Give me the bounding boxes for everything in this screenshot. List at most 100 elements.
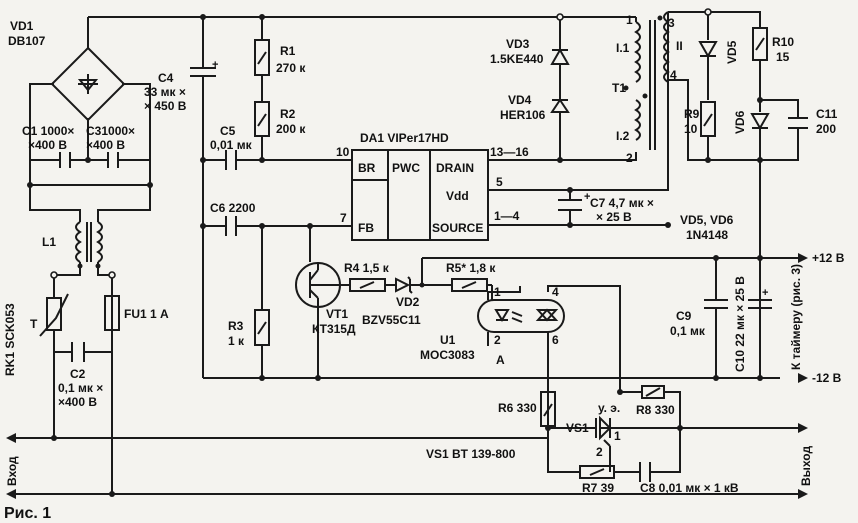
label-pin1316: 13—16 <box>490 145 529 159</box>
transformer-t1 <box>623 11 670 150</box>
wires <box>10 11 800 495</box>
label-t1-pin4: 4 <box>670 68 677 82</box>
label-c4-b: × 450 В <box>144 99 187 113</box>
diode-vd6 <box>750 113 770 131</box>
label-u1-pin4: 4 <box>552 285 559 299</box>
resistor-r9 <box>700 101 716 137</box>
label-source: SOURCE <box>432 221 483 235</box>
label-c2-b: ×400 В <box>58 395 97 409</box>
label-c1: C1 1000× <box>22 124 74 138</box>
label-c11-value: 200 <box>816 122 836 136</box>
label-c3: C31000× <box>86 124 135 138</box>
label-r4: R4 1,5 к <box>344 261 390 275</box>
label-c3-b: ×400 В <box>86 138 125 152</box>
label-r8: R8 330 <box>636 403 675 417</box>
label-vd4-value: HER106 <box>500 108 546 122</box>
label-c2: C2 <box>70 367 86 381</box>
capacitor-c6 <box>225 216 237 236</box>
label-winding-i1: I.1 <box>616 41 630 55</box>
label-c4: C4 <box>158 71 174 85</box>
label-l1: L1 <box>42 235 56 249</box>
capacitor-c5 <box>225 150 237 170</box>
label-r7: R7 39 <box>582 481 614 495</box>
label-r3-value: 1 к <box>228 334 245 348</box>
label-vd2: VD2 <box>396 295 420 309</box>
label-vd4: VD4 <box>508 93 532 107</box>
label-c10: C10 22 мк × 25 В <box>733 276 747 372</box>
label-r5: R5* 1,8 к <box>446 261 496 275</box>
label-vd6: VD6 <box>733 110 747 134</box>
label-vd3: VD3 <box>506 37 530 51</box>
label-c9-value: 0,1 мк <box>670 324 706 338</box>
optocoupler-u1 <box>477 299 565 333</box>
capacitor-c2 <box>71 342 85 362</box>
junctions <box>27 14 763 497</box>
label-t1-pin1: 1 <box>626 13 633 27</box>
capacitor-c10: + <box>748 287 772 309</box>
label-r9-value: 10 <box>684 122 698 136</box>
resistor-r10 <box>752 27 768 61</box>
resistor-r4 <box>349 278 386 292</box>
label-r6: R6 330 <box>498 401 537 415</box>
label-vyhod: Выход <box>799 446 813 486</box>
label-t: T <box>30 317 38 331</box>
label-c2-a: 0,1 мк × <box>58 381 103 395</box>
label-u1: U1 <box>440 333 456 347</box>
capacitor-c11 <box>788 117 808 129</box>
label-u1-pin6: 6 <box>552 333 559 347</box>
label-r1: R1 <box>280 44 296 58</box>
label-t1-pin2: 2 <box>626 151 633 165</box>
label-vs1-value: VS1 BT 139-800 <box>426 447 516 461</box>
label-u1-pin2: 2 <box>494 333 501 347</box>
label-vd3-value: 1.5KE440 <box>490 52 544 66</box>
label-fu1: FU1 1 А <box>124 307 169 321</box>
label-c11: C11 <box>816 107 838 121</box>
label-vd56: VD5, VD6 <box>680 213 734 227</box>
label-pwc: PWC <box>392 161 420 175</box>
label-a: A <box>496 353 505 367</box>
label-vs1-pin1: 1 <box>614 429 621 443</box>
diode-vd3 <box>550 47 570 65</box>
label-vs1: VS1 <box>566 421 589 435</box>
label-vd5: VD5 <box>725 40 739 64</box>
label-vhod: Вход <box>5 456 19 486</box>
diode-vd2 <box>395 276 413 294</box>
labels: VD1 DB107 C4 33 мк × × 450 В C1 1000× ×4… <box>3 13 845 522</box>
capacitor-c3 <box>107 152 119 168</box>
arrows <box>6 253 808 499</box>
label-c7-b: × 25 В <box>596 210 632 224</box>
label-c5-value: 0,01 мк <box>210 138 253 152</box>
resistor-r3 <box>254 309 270 346</box>
label-vd56-value: 1N4148 <box>686 228 728 242</box>
label-ue: у. э. <box>598 401 620 415</box>
label-vt1-value: КТ315Д <box>312 322 356 336</box>
label-pin7: 7 <box>340 211 347 225</box>
capacitor-c7: + <box>558 191 590 211</box>
diode-vd4 <box>550 98 570 113</box>
resistor-r2 <box>254 101 270 137</box>
figure-caption: Рис. 1 <box>4 505 51 522</box>
label-winding-i2: I.2 <box>616 129 630 143</box>
label-br: BR <box>358 161 376 175</box>
label-u1-value: MOC3083 <box>420 348 475 362</box>
capacitor-c1 <box>59 152 71 168</box>
label-c1-b: ×400 В <box>28 138 67 152</box>
resistor-r1 <box>254 39 270 76</box>
label-r10: R10 <box>772 35 794 49</box>
label-da1: DA1 VIPer17HD <box>360 131 449 145</box>
svg-text:+: + <box>762 287 768 299</box>
capacitor-c8 <box>639 462 651 482</box>
thermistor-rk1 <box>39 293 69 337</box>
label-winding-ii: II <box>676 39 683 53</box>
label-pin5: 5 <box>496 175 503 189</box>
label-r3: R3 <box>228 319 244 333</box>
svg-text:+: + <box>212 59 218 71</box>
label-c5: C5 <box>220 124 236 138</box>
chip-da1 <box>351 149 489 241</box>
label-vd2-value: BZV55C11 <box>362 313 421 327</box>
resistor-r8 <box>641 385 665 399</box>
label-r2: R2 <box>280 107 296 121</box>
label-timer: К таймеру (рис. 3) <box>789 264 803 370</box>
